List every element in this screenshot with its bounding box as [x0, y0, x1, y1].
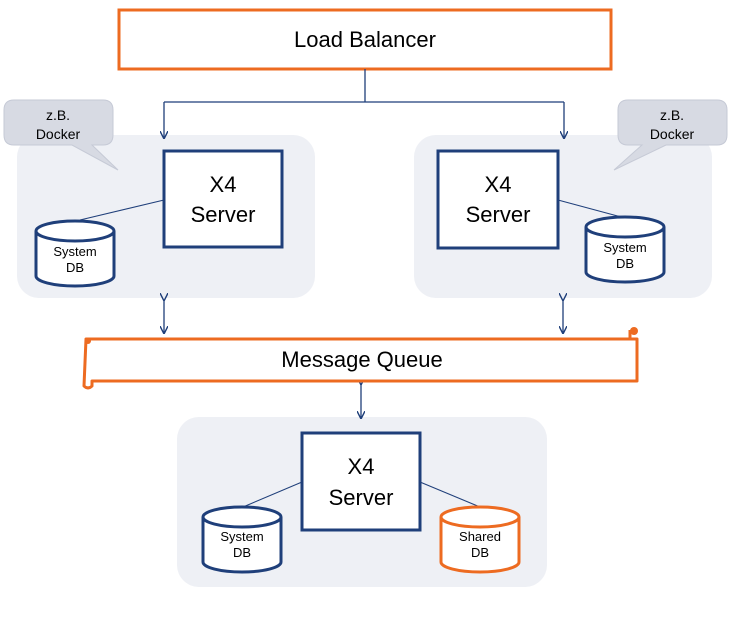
system-db-bottom: System DB	[201, 505, 283, 574]
callout-right-line1: z.B.	[660, 107, 684, 123]
server-left-line1: X4	[210, 172, 237, 197]
system-db-left: System DB	[34, 219, 116, 288]
shared-db-line1: Shared	[459, 529, 501, 544]
message-queue: Message Queue	[82, 327, 639, 390]
server-right-line2: Server	[466, 202, 531, 227]
callout-left-line1: z.B.	[46, 107, 70, 123]
shared-db: Shared DB	[439, 505, 521, 574]
callout-left: z.B. Docker	[3, 99, 119, 171]
load-balancer-label: Load Balancer	[294, 27, 436, 52]
load-balancer: Load Balancer	[117, 8, 613, 71]
server-bottom: X4 Server	[300, 431, 422, 532]
link-server-right-db	[557, 199, 626, 219]
connector-lb-branch	[164, 69, 564, 103]
server-right: X4 Server	[436, 149, 560, 250]
message-queue-label: Message Queue	[281, 347, 442, 372]
system-db-bottom-line1: System	[220, 529, 263, 544]
server-bottom-line1: X4	[348, 454, 375, 479]
system-db-left-line1: System	[53, 244, 96, 259]
callout-right-line2: Docker	[650, 126, 695, 142]
link-server-left-db	[79, 199, 165, 221]
server-bottom-line2: Server	[329, 485, 394, 510]
link-server-bottom-system-db	[242, 481, 303, 508]
shared-db-line2: DB	[471, 545, 489, 560]
link-server-bottom-shared-db	[419, 481, 481, 508]
callout-left-line2: Docker	[36, 126, 81, 142]
system-db-right: System DB	[584, 215, 666, 284]
system-db-right-line1: System	[603, 240, 646, 255]
callout-right: z.B. Docker	[613, 99, 728, 171]
server-left-line2: Server	[191, 202, 256, 227]
system-db-right-line2: DB	[616, 256, 634, 271]
server-left: X4 Server	[162, 149, 284, 249]
system-db-left-line2: DB	[66, 260, 84, 275]
server-right-line1: X4	[485, 172, 512, 197]
system-db-bottom-line2: DB	[233, 545, 251, 560]
